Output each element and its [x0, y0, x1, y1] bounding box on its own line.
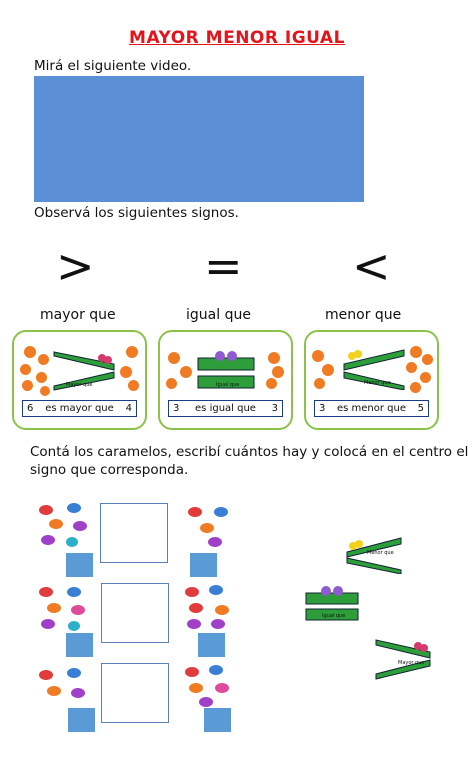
video-player[interactable]: [34, 76, 364, 202]
candy-icon: [39, 503, 87, 547]
draggable-crocodile-menor-icon[interactable]: Menor que: [345, 536, 403, 574]
candy-group-right-3: [182, 660, 238, 710]
sign-answer-box-3[interactable]: [101, 663, 169, 723]
sign-answer-box-2[interactable]: [101, 583, 169, 643]
candy-group-right-2: [182, 580, 238, 634]
candy-group-right-1: [185, 502, 235, 554]
candy-group-left-1: [34, 500, 94, 580]
label-menor-que: menor que: [325, 307, 402, 323]
label-igual-que: igual que: [186, 307, 251, 323]
answer-square-left-3[interactable]: [68, 708, 95, 732]
croc-label: Mayor que: [66, 382, 92, 388]
greater-than-sign: >: [56, 239, 95, 293]
croc-label: Igual que: [322, 613, 345, 619]
less-than-sign: <: [352, 239, 391, 293]
page-title: MAYOR MENOR IGUAL: [129, 28, 345, 48]
candy-group-left-3: [34, 663, 94, 713]
crocodile-igual-icon: Igual que: [197, 351, 255, 389]
croc-label: Igual que: [216, 382, 239, 388]
label-mayor-que: mayor que: [40, 307, 116, 323]
crocodile-menor-icon: Menor que: [343, 349, 405, 390]
croc-label: Menor que: [367, 550, 394, 556]
answer-square-left-2[interactable]: [66, 633, 93, 657]
crocodile-mayor-icon: Mayor que: [53, 351, 115, 391]
answer-square-left-1[interactable]: [66, 553, 93, 577]
croc-label: Mayor que: [398, 660, 424, 666]
sign-answer-box-1[interactable]: [100, 503, 168, 563]
instruction-line-2: signo que corresponda.: [30, 462, 189, 478]
answer-square-right-1[interactable]: [190, 553, 217, 577]
instruction-line-1: Contá los caramelos, escribí cuántos hay…: [30, 444, 469, 460]
draggable-crocodile-mayor-icon[interactable]: Mayor que: [374, 638, 432, 680]
draggable-crocodile-igual-icon[interactable]: Igual que: [304, 583, 360, 623]
croc-label: Menor que: [364, 380, 391, 386]
answer-square-right-3[interactable]: [204, 708, 231, 732]
intro-text: Mirá el siguiente video.: [34, 58, 192, 74]
equal-sign: =: [204, 239, 243, 293]
observe-text: Observá los siguientes signos.: [34, 205, 239, 221]
candy-group-left-2: [34, 582, 94, 642]
answer-square-right-2[interactable]: [198, 633, 225, 657]
